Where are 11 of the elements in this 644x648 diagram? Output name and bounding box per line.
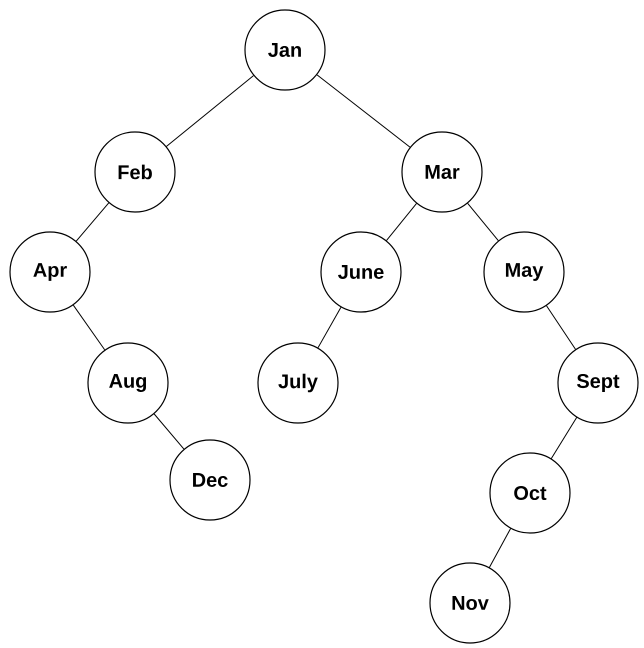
- tree-edge: [550, 417, 578, 459]
- tree-edge: [318, 306, 342, 348]
- tree-edge: [72, 304, 106, 350]
- tree-edge: [76, 202, 110, 242]
- tree-edge: [467, 202, 499, 242]
- tree-edge: [488, 528, 512, 568]
- tree-edge: [316, 74, 410, 148]
- tree-edge: [154, 414, 184, 450]
- tree-edge: [546, 305, 576, 350]
- tree-edge: [386, 203, 417, 241]
- tree-edge: [166, 75, 254, 147]
